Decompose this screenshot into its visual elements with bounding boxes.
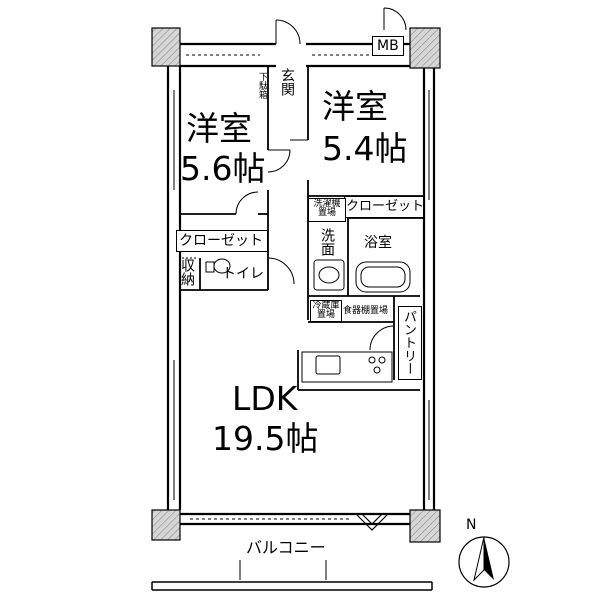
mb-label: MB — [377, 38, 399, 54]
closet-2: クローゼット — [344, 196, 424, 218]
ldk-size: 19.5帖 — [212, 419, 319, 458]
western-room-1-name: 洋室 — [186, 109, 252, 148]
fridge-space: 冷蔵庫置場 — [310, 300, 342, 322]
western-room-2-name: 洋室 — [322, 87, 388, 126]
compass-rose — [458, 536, 510, 588]
ldk-name: LDK — [232, 379, 298, 418]
western-room-2-size: 5.4帖 — [322, 129, 408, 168]
balcony-label: バルコニー — [246, 538, 326, 557]
balcony-area — [151, 560, 433, 591]
door-swings — [235, 7, 407, 351]
shoe-box-label: 下駄箱 — [257, 72, 267, 99]
western-room-1-size: 5.6帖 — [180, 149, 266, 188]
windows — [173, 54, 430, 520]
bay-window — [355, 513, 389, 531]
pantry-label: パントリー — [401, 310, 416, 375]
bathroom-label: 浴室 — [364, 235, 392, 251]
cupboard-space-label: 食器棚置場 — [343, 306, 389, 316]
washroom-label: 洗面 — [319, 228, 335, 256]
closet-2-label: クローゼット — [346, 199, 425, 214]
closet-1-label: クローゼット — [179, 233, 263, 249]
interior-walls — [180, 66, 424, 391]
toilet-label: トイレ — [222, 266, 264, 282]
mb-box: MB — [372, 36, 404, 56]
compass-north-label: N — [466, 517, 477, 533]
storage-label: 収納 — [179, 258, 195, 286]
washer-space: 洗濯機置場 — [308, 198, 346, 222]
washer-space-label: 洗濯機置場 — [313, 199, 341, 218]
closet-1: クローゼット — [176, 230, 268, 252]
pantry: パントリー — [398, 306, 422, 380]
structural-columns — [151, 27, 441, 543]
fixtures — [182, 257, 411, 383]
fridge-space-label: 冷蔵庫置場 — [312, 301, 340, 320]
entrance-label: 玄関 — [279, 68, 295, 96]
